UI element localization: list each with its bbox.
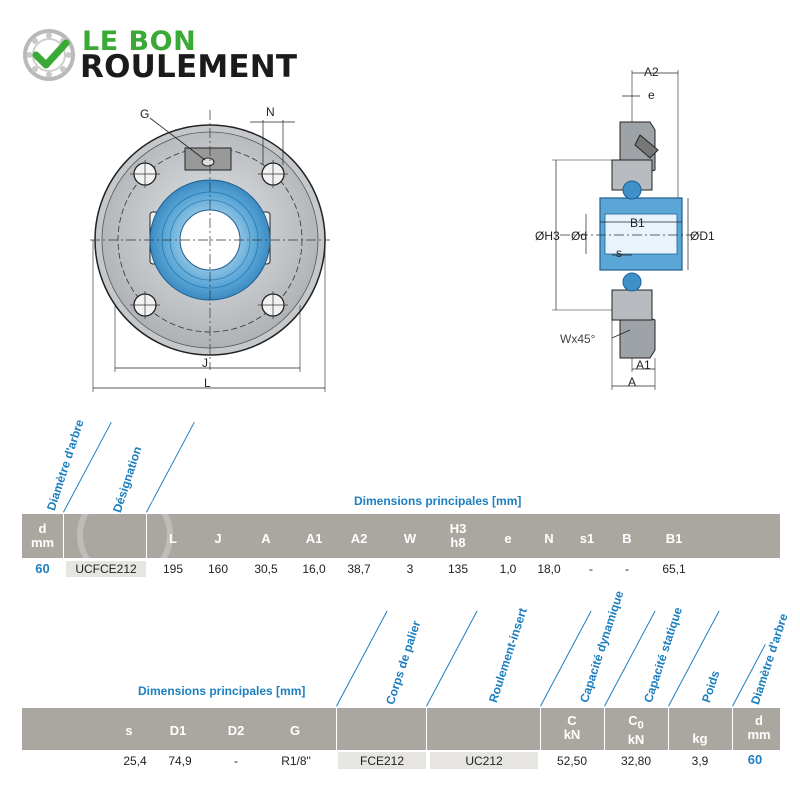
dim-label-A2: A2 <box>644 65 659 79</box>
side-view-drawing <box>552 70 700 390</box>
slant-line <box>146 421 195 513</box>
diag-header-static-capacity: Capacité statique <box>641 605 686 705</box>
col-header-C0-unit: kN <box>627 731 645 747</box>
col-header-H3: H3 h8 <box>449 521 467 550</box>
front-view-drawing <box>90 110 330 392</box>
dim-label-s: s <box>616 246 622 260</box>
table1-group-title: Dimensions principales [mm] <box>354 494 522 508</box>
row-W: 3 <box>406 562 414 576</box>
dim-label-A: A <box>628 375 637 389</box>
col-separator <box>732 708 733 750</box>
row-N: 18,0 <box>537 562 561 576</box>
row2-C0: 32,80 <box>620 754 652 768</box>
bearing-check-icon <box>23 29 75 81</box>
row-s1: - <box>589 562 593 576</box>
diag-header-shaft-2: Diamètre d'arbre <box>748 611 791 707</box>
dim-label-A1: A1 <box>636 358 651 372</box>
row-A1: 16,0 <box>302 562 326 576</box>
col-separator <box>426 708 427 750</box>
dim-label-N: N <box>266 105 275 119</box>
row-A2: 38,7 <box>347 562 371 576</box>
row2-D2: - <box>234 754 238 768</box>
row-d-value: 60 <box>35 561 50 576</box>
col-header-W: W <box>403 531 417 546</box>
col-header-J: J <box>214 531 222 546</box>
row-B1: 65,1 <box>662 562 686 576</box>
slant-line <box>336 610 388 707</box>
col-header-d2: d mm <box>738 714 780 742</box>
watermark-bearing-icon <box>77 500 173 570</box>
designation-cell-bg <box>66 561 146 577</box>
col-header-d-symbol: d <box>38 521 47 536</box>
col-header-e: e <box>504 531 512 546</box>
table1-header-band <box>22 514 780 558</box>
row2-weight: 3,9 <box>691 754 709 768</box>
col-header-B: B <box>622 531 632 546</box>
col-header-L: L <box>169 531 177 546</box>
col-header-d: d mm <box>22 522 63 550</box>
housing-cell-bg <box>338 752 426 769</box>
col-separator <box>604 708 605 750</box>
col-header-B1: B1 <box>665 531 683 546</box>
row2-C: 52,50 <box>556 754 588 768</box>
row-designation: UCFCE212 <box>75 562 137 576</box>
dim-label-d: Ød <box>571 229 588 243</box>
col-header-A2: A2 <box>350 531 368 546</box>
insert-cell-bg <box>430 752 538 769</box>
col-header-D2: D2 <box>227 723 245 738</box>
col-header-C0-symbol: C <box>628 713 638 728</box>
row-L: 195 <box>162 562 184 576</box>
dim-label-L: L <box>204 376 211 390</box>
row2-housing: FCE212 <box>359 754 405 768</box>
brand-line1: LE BON <box>82 26 197 57</box>
col-header-G: G <box>289 723 301 738</box>
diag-header-weight: Poids <box>699 668 723 705</box>
diag-header-housing: Corps de palier <box>383 618 424 707</box>
col-header-A1: A1 <box>305 531 323 546</box>
col-header-kg: kg <box>692 731 708 746</box>
col-separator <box>146 514 147 558</box>
dim-label-G: G <box>140 107 150 121</box>
dim-label-D1: ØD1 <box>690 229 715 243</box>
table2-header-band <box>22 708 780 750</box>
col-header-N: N <box>544 531 554 546</box>
dim-label-B1: B1 <box>630 216 645 230</box>
col-header-C0: C0 kN <box>604 714 668 747</box>
col-header-s: s <box>125 723 133 738</box>
col-header-A: A <box>261 531 271 546</box>
row2-G: R1/8" <box>281 754 311 768</box>
col-separator <box>540 708 541 750</box>
col-header-d-unit: mm <box>30 535 55 550</box>
diag-header-shaft: Diamètre d'arbre <box>44 417 87 513</box>
col-separator <box>63 514 64 558</box>
col-header-C0-subscript: 0 <box>637 719 644 732</box>
col-header-C: C kN <box>540 714 604 742</box>
row-B: - <box>625 562 629 576</box>
col-header-d2-symbol: d <box>755 713 763 728</box>
col-header-C-symbol: C <box>567 713 577 728</box>
dim-label-J: J <box>202 356 208 370</box>
col-header-C-unit: kN <box>563 727 581 742</box>
row2-insert: UC212 <box>465 754 503 768</box>
diag-header-dynamic-capacity: Capacité dynamique <box>577 589 627 705</box>
row2-D1: 74,9 <box>168 754 192 768</box>
row2-s: 25,4 <box>123 754 147 768</box>
row-A: 30,5 <box>254 562 278 576</box>
diag-header-insert: Roulement-insert <box>486 606 530 705</box>
col-separator <box>668 708 669 750</box>
row-J: 160 <box>207 562 229 576</box>
dim-label-e: e <box>648 88 655 102</box>
table2-group-title: Dimensions principales [mm] <box>138 684 306 698</box>
dim-label-H3: ØH3 <box>535 229 560 243</box>
col-separator <box>336 708 337 750</box>
col-header-D1: D1 <box>169 723 187 738</box>
brand-line2: ROULEMENT <box>80 49 298 85</box>
col-header-s1: s1 <box>579 531 595 546</box>
slant-line <box>426 610 478 707</box>
col-header-d2-unit: mm <box>747 727 771 742</box>
row-H3: 135 <box>447 562 469 576</box>
row-e: 1,0 <box>499 562 517 576</box>
dim-label-W: Wx45° <box>560 332 596 346</box>
row2-d: 60 <box>747 752 763 767</box>
